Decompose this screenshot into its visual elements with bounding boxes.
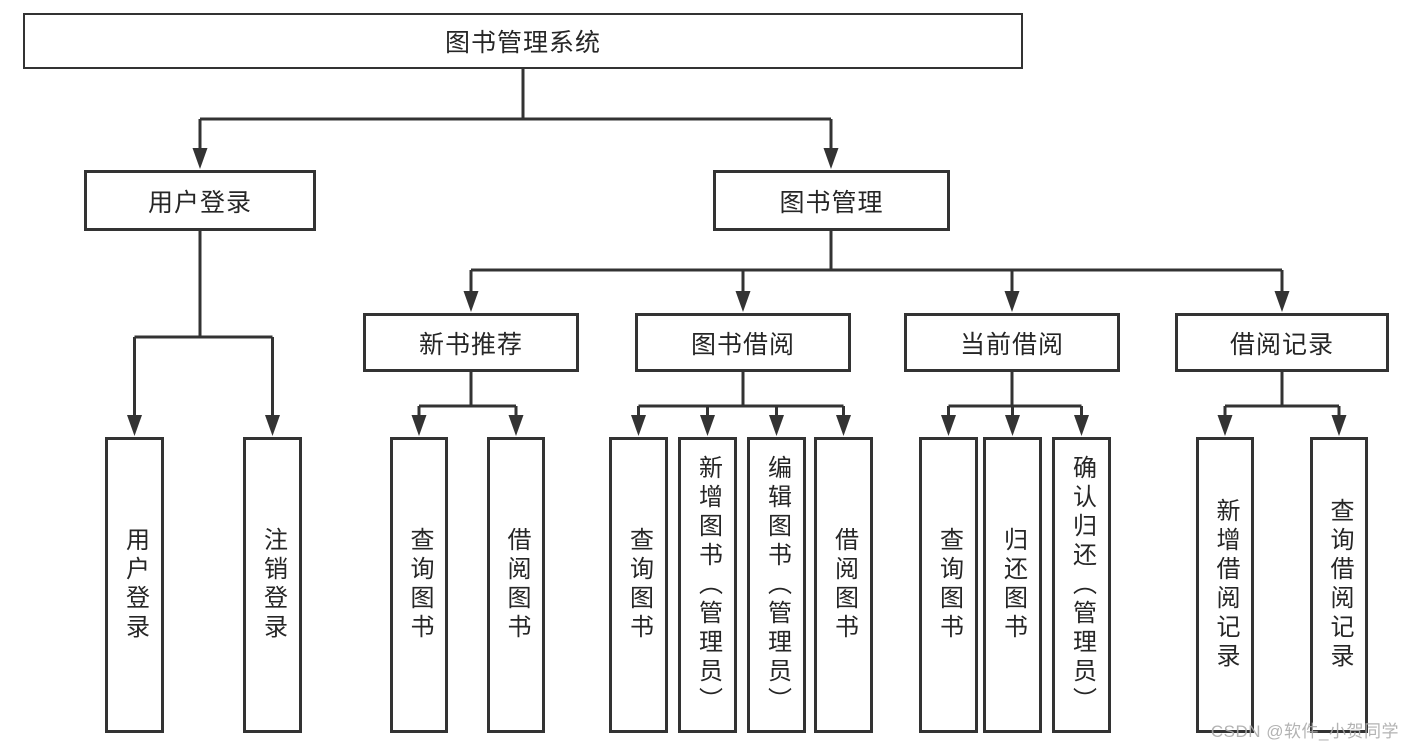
- node-borrowing-records: 借阅记录: [1175, 313, 1389, 372]
- node-user-login-label: 用户登录: [147, 188, 252, 217]
- arrowhead: [836, 415, 851, 436]
- arrowhead: [508, 415, 524, 436]
- node-library-system: 图书管理系统: [23, 13, 1023, 69]
- arrowhead: [463, 291, 479, 312]
- leaf-br-add-record-label: 新增借阅记录: [1212, 498, 1239, 672]
- arrowhead: [823, 148, 839, 169]
- node-new-book-recommend: 新书推荐: [363, 313, 579, 372]
- arrowhead: [127, 415, 142, 436]
- connector-path: [947, 372, 1083, 420]
- arrowhead: [1217, 415, 1233, 436]
- arrowhead: [192, 148, 208, 169]
- watermark: CSDN @软件_小贺同学: [1210, 722, 1399, 741]
- leaf-user-login: 用户登录: [105, 437, 164, 733]
- leaf-br-add-record: 新增借阅记录: [1196, 437, 1254, 733]
- node-borrowing-records-label: 借阅记录: [1229, 330, 1334, 359]
- connector-path: [198, 69, 833, 152]
- leaf-nb-query-books: 查询图书: [390, 437, 448, 733]
- arrowhead: [700, 415, 715, 436]
- node-current-borrowing: 当前借阅: [904, 313, 1120, 372]
- leaf-br-query-record: 查询借阅记录: [1310, 437, 1368, 733]
- connector-path: [133, 231, 274, 420]
- leaf-user-login-label: 用户登录: [121, 527, 149, 643]
- leaf-bb-add-books-admin: 新增图书（管理员）: [678, 437, 737, 733]
- leaf-cb-confirm-return-admin-label: 确认归还（管理员）: [1068, 454, 1096, 716]
- node-book-management-label: 图书管理: [779, 188, 884, 217]
- leaf-bb-borrow-books: 借阅图书: [814, 437, 873, 733]
- node-book-borrowing: 图书借阅: [635, 313, 851, 372]
- leaf-bb-query-books: 查询图书: [609, 437, 668, 733]
- arrowhead: [735, 291, 751, 312]
- leaf-bb-query-books-label: 查询图书: [625, 527, 653, 643]
- arrowhead: [769, 415, 784, 436]
- leaf-bb-edit-books-admin: 编辑图书（管理员）: [747, 437, 806, 733]
- leaf-br-query-record-label: 查询借阅记录: [1326, 498, 1353, 672]
- connector-lines: [133, 69, 1341, 420]
- node-book-borrowing-label: 图书借阅: [690, 330, 795, 359]
- connector-path: [1223, 372, 1341, 420]
- leaf-cb-return-books: 归还图书: [983, 437, 1042, 733]
- arrowhead: [941, 415, 956, 436]
- arrowhead: [1331, 415, 1347, 436]
- leaf-cb-confirm-return-admin: 确认归还（管理员）: [1052, 437, 1111, 733]
- arrowhead: [411, 415, 427, 436]
- node-library-system-label: 图书管理系统: [444, 29, 601, 57]
- arrowhead: [265, 415, 280, 436]
- leaf-cb-query-books-label: 查询图书: [935, 527, 963, 643]
- leaf-logout-label: 注销登录: [259, 527, 287, 643]
- connector-path: [469, 231, 1284, 296]
- node-new-book-recommend-label: 新书推荐: [418, 330, 523, 359]
- node-book-management: 图书管理: [713, 170, 950, 231]
- leaf-bb-borrow-books-label: 借阅图书: [830, 527, 858, 643]
- arrowhead: [1074, 415, 1089, 436]
- arrowhead: [1005, 415, 1020, 436]
- leaf-nb-borrow-books: 借阅图书: [487, 437, 545, 733]
- leaf-bb-add-books-admin-label: 新增图书（管理员）: [694, 454, 722, 716]
- connector-path: [637, 372, 845, 420]
- leaf-cb-return-books-label: 归还图书: [999, 527, 1027, 643]
- connector-path: [417, 372, 518, 420]
- leaf-logout: 注销登录: [243, 437, 302, 733]
- node-current-borrowing-label: 当前借阅: [959, 330, 1064, 359]
- arrowheads: [127, 148, 1347, 436]
- leaf-bb-edit-books-admin-label: 编辑图书（管理员）: [763, 454, 791, 716]
- leaf-nb-query-books-label: 查询图书: [406, 527, 433, 643]
- node-user-login: 用户登录: [84, 170, 316, 231]
- arrowhead: [1004, 291, 1020, 312]
- arrowhead: [1274, 291, 1290, 312]
- arrowhead: [631, 415, 646, 436]
- leaf-cb-query-books: 查询图书: [919, 437, 978, 733]
- leaf-nb-borrow-books-label: 借阅图书: [503, 527, 530, 643]
